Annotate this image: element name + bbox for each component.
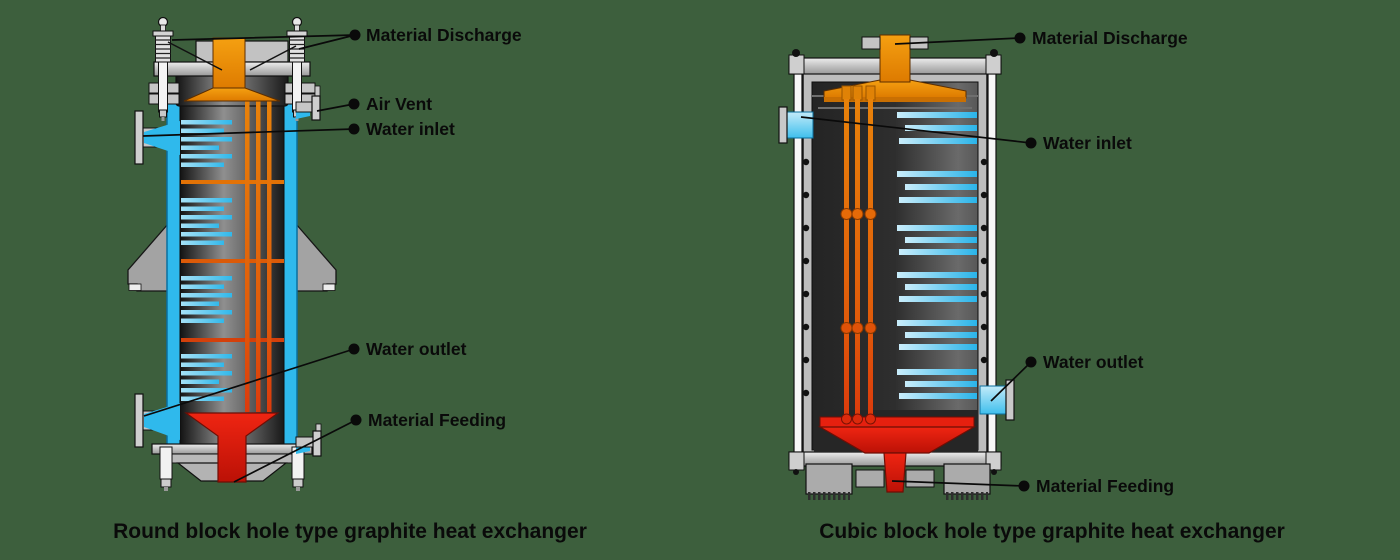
callout-dot <box>348 343 360 355</box>
rod-bolt-dots <box>802 158 988 397</box>
callout-dot <box>350 414 362 426</box>
cubic-exchanger-callouts: Material Discharge Water inlet Water out… <box>800 28 1188 496</box>
clamp-braces <box>167 41 297 71</box>
callout-line-water-outlet <box>990 361 1032 402</box>
material-cross-channels <box>181 180 284 342</box>
label-water-inlet: Water inlet <box>366 119 455 139</box>
material-feeding-funnel <box>184 412 280 483</box>
spring-bolt-left <box>152 16 174 121</box>
label-water-outlet: Water outlet <box>1043 352 1144 372</box>
callout-dot <box>1018 480 1030 492</box>
air-vent-nozzle <box>295 85 321 121</box>
foot-right <box>943 463 991 495</box>
support-bracket-right <box>295 222 337 292</box>
label-water-outlet: Water outlet <box>366 339 467 359</box>
water-channel-bars <box>181 120 232 401</box>
callout-line-water-inlet <box>800 116 1032 144</box>
callout-line-material-feeding <box>891 480 1025 487</box>
callout-dot <box>1014 32 1026 44</box>
material-feeding-funnel <box>814 410 978 493</box>
callout-line-material-feeding <box>233 419 357 483</box>
water-outlet-nozzle <box>979 379 1015 421</box>
label-material-feeding: Material Feeding <box>368 410 506 430</box>
cubic-exchanger <box>778 34 1015 500</box>
callout-dot <box>1025 356 1037 368</box>
callout-dot <box>1025 137 1037 149</box>
foot-left <box>805 463 853 495</box>
label-material-feeding: Material Feeding <box>1036 476 1174 496</box>
callout-dot <box>349 29 361 41</box>
callout-line-water-inlet <box>142 128 355 137</box>
callout-dot <box>348 123 360 135</box>
material-discharge-funnel <box>183 37 281 102</box>
material-tubes <box>840 99 877 425</box>
water-channel-bars <box>897 112 977 399</box>
label-material-discharge: Material Discharge <box>1032 28 1188 48</box>
callout-line-water-outlet <box>143 348 355 417</box>
support-bracket-left <box>127 222 169 292</box>
round-exchanger <box>127 16 337 491</box>
water-inlet-nozzle <box>134 110 180 165</box>
callout-line-material-discharge <box>171 34 356 50</box>
label-air-vent: Air Vent <box>366 94 432 114</box>
caption-round-exchanger: Round block hole type graphite heat exch… <box>113 520 587 543</box>
material-discharge-pipe <box>861 34 929 83</box>
callout-line-air-vent <box>316 103 355 112</box>
label-material-discharge: Material Discharge <box>366 25 522 45</box>
callout-line-material-discharge <box>894 37 1021 45</box>
caption-cubic-exchanger: Cubic block hole type graphite heat exch… <box>819 520 1285 543</box>
material-tubes <box>245 101 272 412</box>
material-discharge-funnel <box>823 79 967 102</box>
bottom-bolts <box>159 446 305 491</box>
label-water-inlet: Water inlet <box>1043 133 1132 153</box>
callout-dot <box>348 98 360 110</box>
water-inlet-nozzle <box>778 106 814 144</box>
round-exchanger-callouts: Material Discharge Air Vent Water inlet … <box>142 25 522 483</box>
